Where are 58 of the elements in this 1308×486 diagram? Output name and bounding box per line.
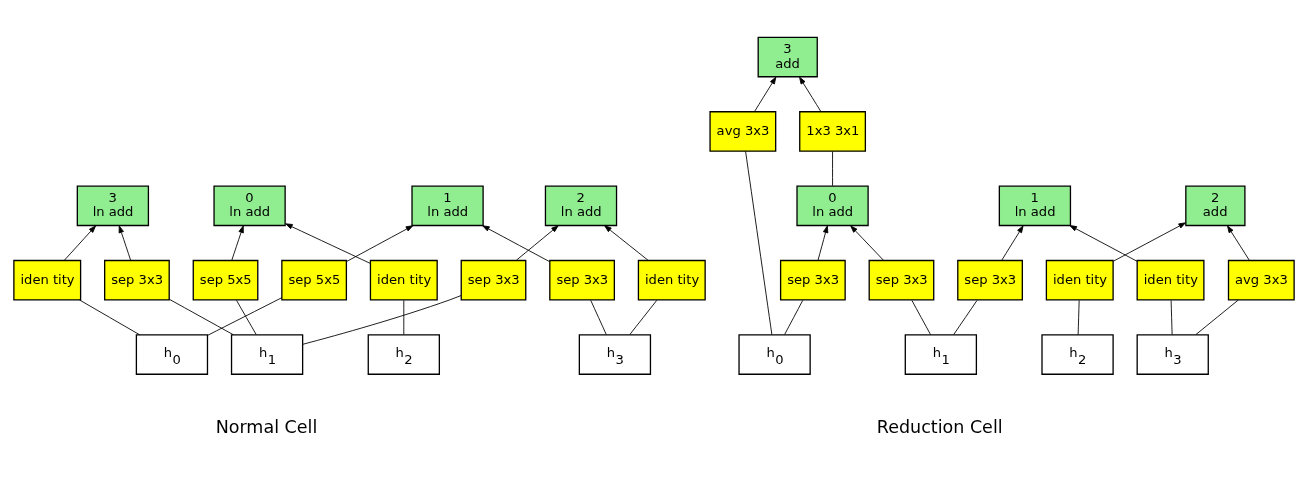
connector bbox=[784, 299, 804, 335]
node-box: sep 3x3 bbox=[868, 259, 935, 301]
node-box: sep 3x3 bbox=[104, 259, 170, 301]
arrow bbox=[1001, 225, 1024, 261]
connector bbox=[403, 299, 405, 335]
arrow bbox=[817, 225, 829, 261]
connector bbox=[1195, 299, 1239, 335]
node-box: 1 ln add bbox=[998, 185, 1072, 227]
arrow bbox=[754, 76, 777, 112]
label: Reduction Cell bbox=[876, 417, 1003, 438]
node-box: sep 3x3 bbox=[779, 259, 846, 301]
connector bbox=[168, 298, 234, 336]
arrow bbox=[604, 225, 649, 261]
node-box: iden tity bbox=[637, 259, 706, 301]
arrow bbox=[1227, 225, 1250, 261]
connector bbox=[590, 299, 607, 335]
connector bbox=[629, 299, 658, 335]
node-box: 3 ln add bbox=[76, 185, 150, 227]
node-box: 2 ln add bbox=[544, 185, 618, 227]
connector bbox=[302, 295, 462, 345]
connector bbox=[207, 297, 283, 336]
connector bbox=[1077, 299, 1080, 335]
connector bbox=[911, 299, 931, 335]
connector bbox=[832, 151, 833, 187]
node-box: 0 ln add bbox=[213, 185, 286, 227]
node-box: sep 3x3 bbox=[957, 259, 1023, 301]
node-box: iden tity bbox=[13, 259, 82, 301]
arrow bbox=[118, 225, 132, 261]
arrow bbox=[231, 225, 244, 261]
node-box: 1x3 3x1 bbox=[799, 111, 867, 152]
connector bbox=[1170, 299, 1173, 335]
node-box: sep 3x3 bbox=[549, 259, 615, 301]
arrow bbox=[1112, 222, 1186, 262]
connector bbox=[745, 150, 773, 336]
node-box: sep 5x5 bbox=[192, 259, 259, 301]
arrow bbox=[482, 225, 550, 263]
node-box: sep 3x3 bbox=[460, 259, 527, 301]
connector bbox=[79, 299, 140, 336]
label: Normal Cell bbox=[215, 417, 318, 438]
arrow bbox=[64, 225, 96, 261]
node-box: sep 5x5 bbox=[281, 259, 348, 301]
connector bbox=[953, 299, 978, 335]
arrow bbox=[850, 225, 884, 261]
arrow bbox=[346, 225, 414, 263]
arrow bbox=[516, 225, 559, 261]
node-box: iden tity bbox=[1045, 259, 1114, 301]
arrow bbox=[799, 76, 822, 112]
node-box: 1 ln add bbox=[411, 185, 484, 227]
node-box: avg 3x3 bbox=[1227, 259, 1295, 301]
node-box: avg 3x3 bbox=[709, 111, 777, 152]
node-box: iden tity bbox=[369, 259, 438, 301]
node-box: 3 add bbox=[757, 36, 818, 78]
arrow bbox=[1069, 225, 1138, 262]
connector bbox=[236, 299, 257, 335]
node-box: iden tity bbox=[1136, 259, 1205, 301]
arrow bbox=[285, 223, 371, 264]
node-box: 0 ln add bbox=[796, 185, 869, 227]
node-box: 2 add bbox=[1185, 185, 1246, 227]
